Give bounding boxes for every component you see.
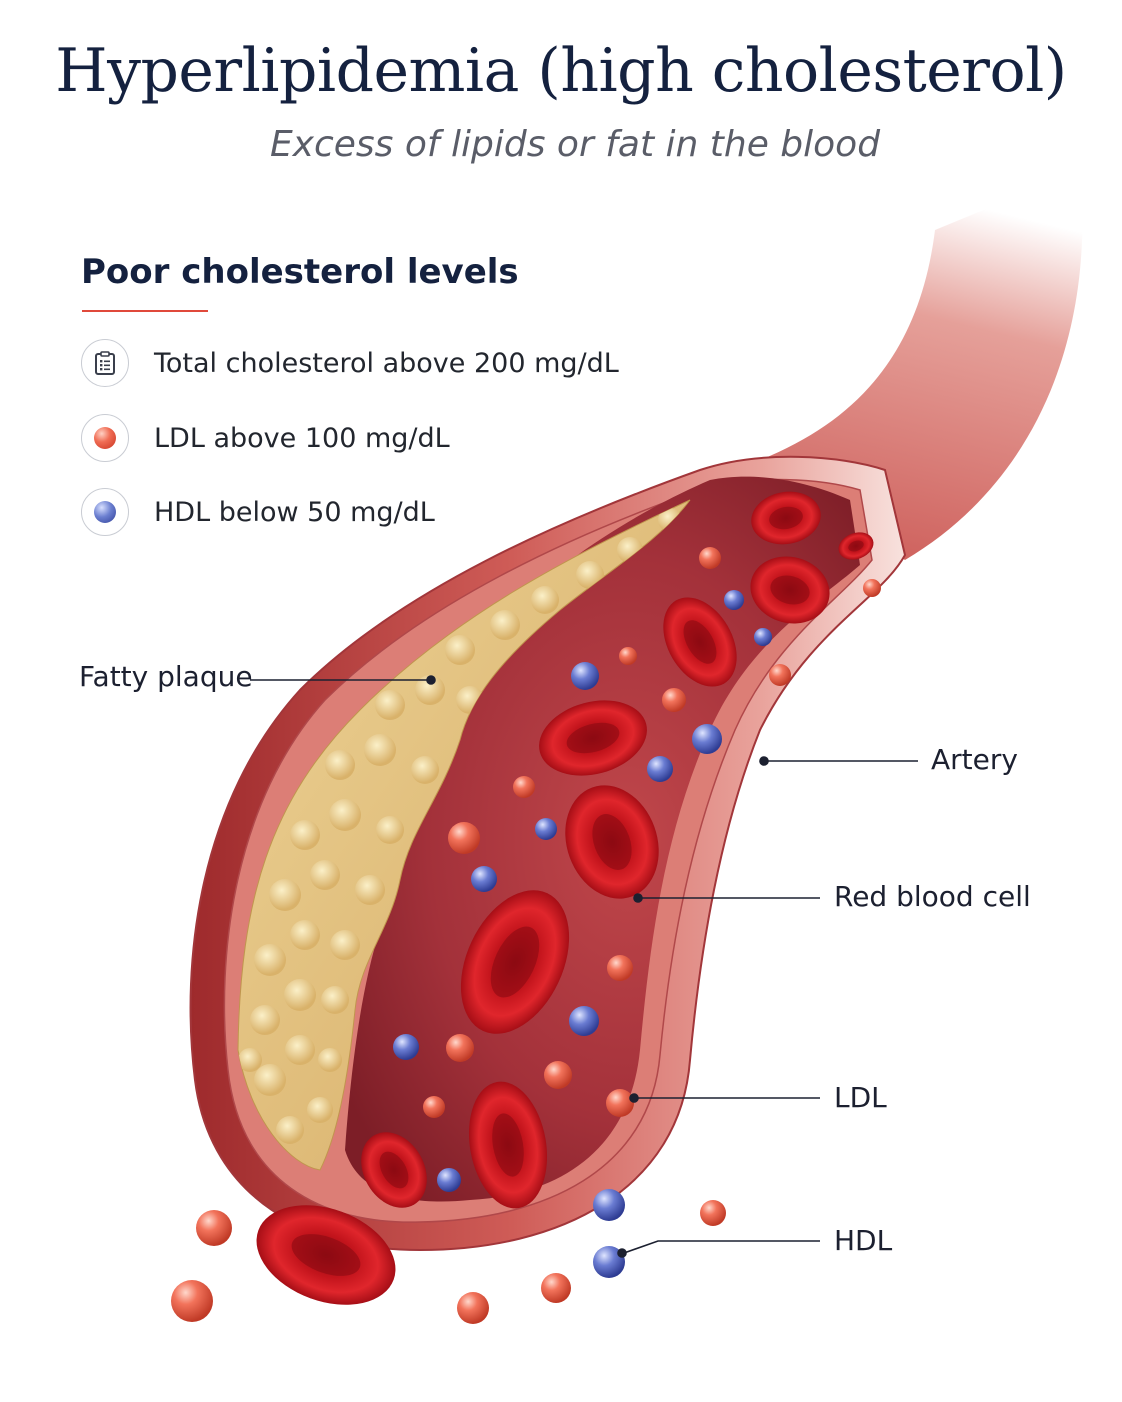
callout-ldl: LDL bbox=[834, 1081, 887, 1114]
callout-leaders bbox=[250, 675, 918, 1258]
legend-item-total-cholesterol: Total cholesterol above 200 mg/dL bbox=[81, 337, 619, 389]
legend-item-hdl: HDL below 50 mg/dL bbox=[81, 486, 435, 538]
plaque-texture bbox=[238, 508, 682, 1144]
ldl-particle-icon bbox=[81, 414, 129, 462]
hdl-particle-icon bbox=[81, 488, 129, 536]
callout-fatty-plaque: Fatty plaque bbox=[79, 660, 253, 693]
page-subtitle: Excess of lipids or fat in the blood bbox=[269, 124, 881, 165]
callout-hdl: HDL bbox=[834, 1224, 893, 1257]
spilled-particles bbox=[171, 1189, 726, 1324]
clipboard-icon bbox=[81, 339, 129, 387]
red-blood-cells bbox=[361, 491, 874, 1209]
legend-item-label: HDL below 50 mg/dL bbox=[154, 496, 435, 528]
legend-underline bbox=[82, 310, 208, 312]
callout-red-blood-cell: Red blood cell bbox=[834, 880, 1031, 913]
hdl-particles bbox=[393, 590, 772, 1192]
legend-heading: Poor cholesterol levels bbox=[81, 252, 519, 292]
legend-item-label: Total cholesterol above 200 mg/dL bbox=[154, 347, 619, 379]
page-title: Hyperlipidemia (high cholesterol) bbox=[55, 36, 1067, 106]
legend-item-label: LDL above 100 mg/dL bbox=[154, 422, 450, 454]
fatty-plaque bbox=[237, 499, 691, 1171]
callout-artery: Artery bbox=[931, 743, 1018, 776]
ldl-particles bbox=[423, 547, 881, 1118]
legend-item-ldl: LDL above 100 mg/dL bbox=[81, 412, 450, 464]
